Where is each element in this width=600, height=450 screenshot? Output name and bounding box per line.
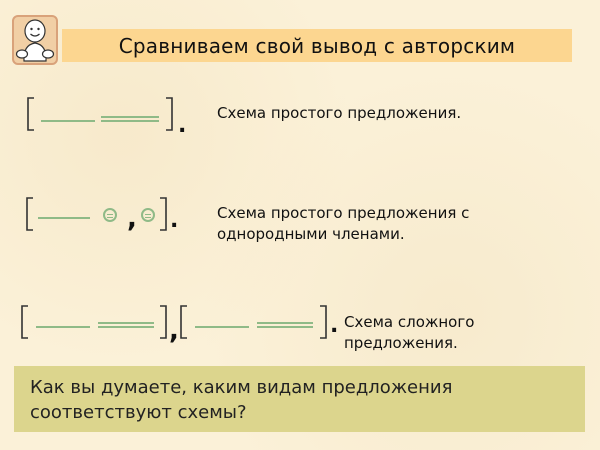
subject-line bbox=[38, 217, 90, 219]
subject-line bbox=[195, 326, 249, 328]
smiling-child-icon bbox=[15, 19, 55, 62]
open-bracket-icon bbox=[180, 305, 187, 339]
comma-mark: , bbox=[169, 316, 179, 346]
question-box: Как вы думаете, каким видам предложения … bbox=[14, 366, 585, 432]
period-mark: . bbox=[178, 113, 187, 138]
close-bracket-icon bbox=[160, 305, 167, 339]
close-bracket-icon bbox=[160, 197, 167, 231]
predicate-line bbox=[101, 116, 159, 122]
predicate-line bbox=[257, 322, 313, 328]
homogeneous-member-icon bbox=[141, 208, 155, 222]
period-mark: . bbox=[330, 313, 339, 338]
open-bracket-icon bbox=[26, 197, 33, 231]
close-bracket-icon bbox=[320, 305, 327, 339]
open-bracket-icon bbox=[27, 97, 34, 131]
close-bracket-icon bbox=[166, 97, 173, 131]
predicate-line bbox=[98, 322, 154, 328]
scheme-complex-description: Схема сложного предложения. bbox=[344, 313, 475, 352]
homogeneous-member-icon bbox=[103, 208, 117, 222]
avatar bbox=[12, 15, 58, 65]
subject-line bbox=[41, 120, 95, 122]
period-mark: . bbox=[170, 208, 179, 233]
question-text: Как вы думаете, каким видам предложения … bbox=[30, 377, 453, 423]
scheme-homogeneous-description: Схема простого предложения с однородными… bbox=[217, 204, 470, 243]
page-title-text: Сравниваем свой вывод с авторским bbox=[118, 33, 516, 58]
scheme-simple-description: Схема простого предложения. bbox=[217, 104, 462, 122]
open-bracket-icon bbox=[21, 305, 28, 339]
subject-line bbox=[36, 326, 90, 328]
comma-mark: , bbox=[127, 204, 137, 234]
page-title: Сравниваем свой вывод с авторским bbox=[62, 29, 572, 62]
